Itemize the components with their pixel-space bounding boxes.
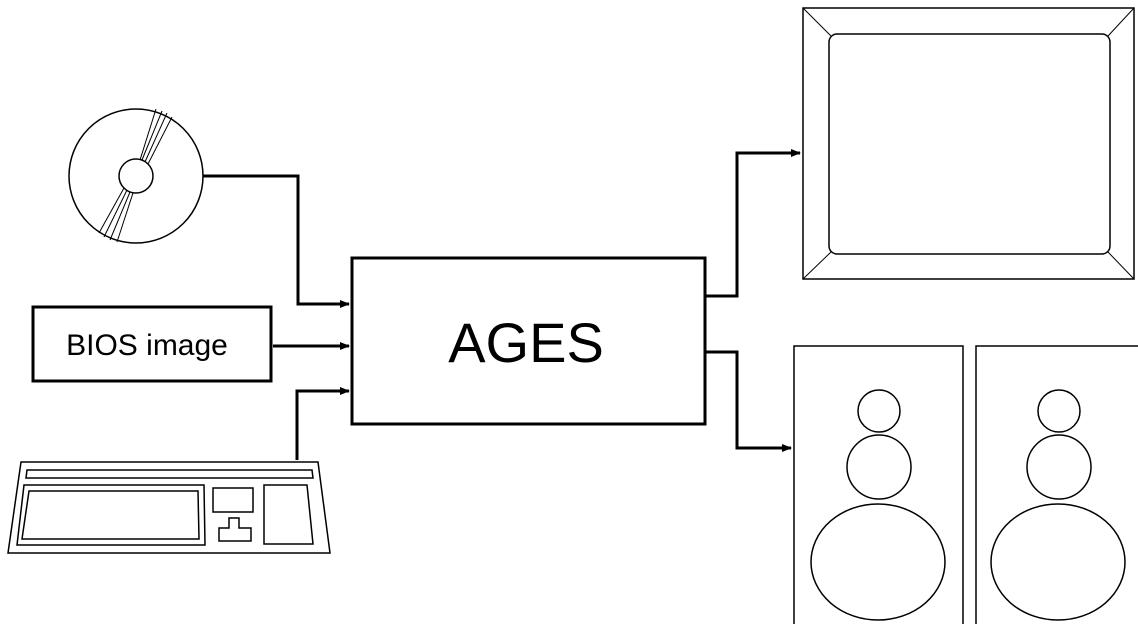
bios-image-box: BIOS image xyxy=(31,305,273,383)
ages-box: AGES xyxy=(350,256,707,426)
left-speaker-icon xyxy=(793,345,964,624)
keyboard-to-ages-arrow xyxy=(295,387,350,460)
cd-disc-icon xyxy=(68,108,204,244)
ages-to-monitor-arrow xyxy=(706,149,801,298)
keyboard-icon xyxy=(7,461,331,554)
monitor-icon xyxy=(802,7,1135,280)
right-speaker-icon xyxy=(975,345,1138,624)
bios-image-label: BIOS image xyxy=(66,329,228,362)
cd-to-ages-arrow xyxy=(203,174,350,308)
ages-to-speakers-arrow xyxy=(706,350,792,452)
ages-label: AGES xyxy=(448,311,604,374)
